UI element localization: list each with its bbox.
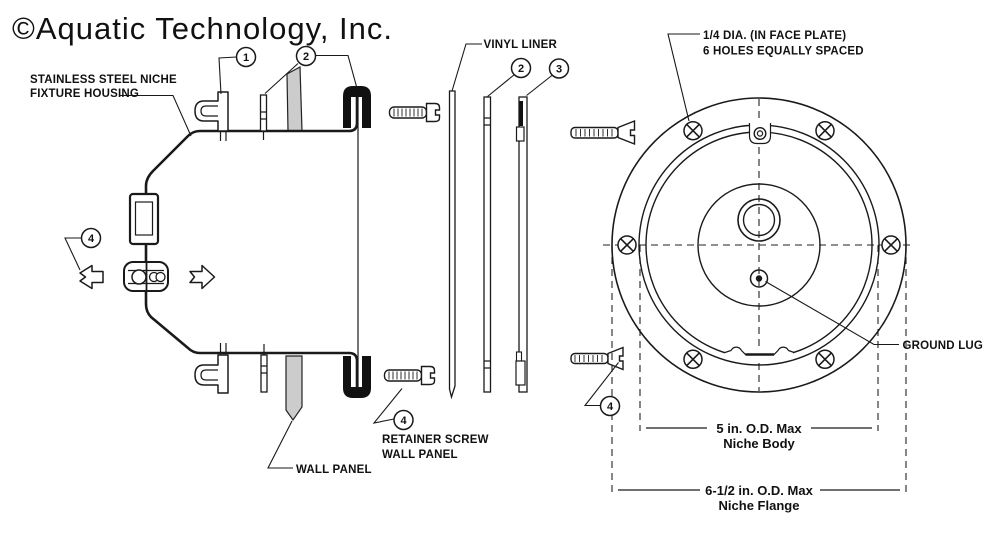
label-wall-panel: WALL PANEL <box>296 464 372 476</box>
sealing-ring-strip <box>515 96 528 393</box>
callout-balloons: 1 2 2 3 4 4 4 <box>80 45 621 431</box>
callout-4-left: 4 <box>80 227 102 249</box>
callout-2-housing: 2 <box>295 45 317 67</box>
niche-housing-side-view <box>79 66 441 422</box>
housing-outline <box>144 87 359 397</box>
callout-3: 3 <box>548 58 570 79</box>
face-plate-top-tab <box>748 120 772 145</box>
wall-panel-top <box>286 66 303 132</box>
vinyl-liner-strip <box>448 90 456 400</box>
flange-screw <box>815 120 835 141</box>
dimension-lines <box>618 427 900 491</box>
flange-screw <box>815 349 835 370</box>
label-housing-line1: STAINLESS STEEL NICHE <box>30 74 177 86</box>
flange-screws <box>617 120 901 370</box>
center-port-outer <box>737 198 781 242</box>
callout-2-liner: 2 <box>510 57 532 79</box>
retainer-clip-bottom <box>194 343 229 394</box>
countersunk-screw-bottom <box>570 346 624 371</box>
retainer-clip-top <box>194 91 229 141</box>
label-retainer-screw-line2: WALL PANEL <box>382 449 458 461</box>
callout-3-number: 3 <box>556 64 562 76</box>
arrow-left-icon <box>79 264 104 290</box>
callout-4-number: 4 <box>88 233 95 245</box>
watermark-text: ©Aquatic Technology, Inc. <box>12 11 393 46</box>
wall-panel-bottom <box>285 355 303 422</box>
retainer-screw-bottom <box>383 365 436 386</box>
liner-pin-bottom <box>260 344 268 393</box>
label-housing-line2: FIXTURE HOUSING <box>30 88 139 100</box>
countersunk-screw-top <box>570 119 636 146</box>
conduit-hub <box>128 192 160 246</box>
dimension-body-value: 5 in. O.D. Max <box>716 421 802 436</box>
label-retainer-screw-line1: RETAINER SCREW <box>382 434 489 446</box>
callout-4-retainer: 4 <box>393 409 414 431</box>
callout-2-number: 2 <box>518 63 524 75</box>
retainer-channel-top <box>343 86 371 128</box>
niche-flange-circle <box>611 97 907 393</box>
label-face-note-line2: 6 HOLES EQUALLY SPACED <box>703 46 864 58</box>
wall-panel-top-shape <box>286 66 303 132</box>
dimension-flange-name: Niche Flange <box>719 498 800 513</box>
gasket-segment <box>519 101 523 126</box>
wall-panel-bottom-shape <box>285 355 303 422</box>
flange-screw <box>881 235 901 255</box>
mounting-bracket <box>123 261 169 292</box>
label-ground-lug: GROUND LUG <box>903 340 984 352</box>
center-port-inner <box>742 203 776 237</box>
dimension-body-name: Niche Body <box>723 436 795 451</box>
ground-lug <box>749 269 769 288</box>
retainer-screw-top <box>388 102 441 123</box>
flange-screw <box>617 235 637 255</box>
callout-1: 1 <box>235 46 257 68</box>
callout-2-number: 2 <box>303 51 309 63</box>
callout-4-right: 4 <box>599 395 621 417</box>
label-face-note-line1: 1/4 DIA. (IN FACE PLATE) <box>703 30 846 42</box>
flange-screw <box>683 120 703 141</box>
label-vinyl-liner: VINYL LINER <box>484 39 558 51</box>
liner-pin-top <box>259 94 268 140</box>
retainer-channel-bottom <box>343 356 371 398</box>
callout-1-number: 1 <box>243 52 249 64</box>
text-labels: STAINLESS STEEL NICHE FIXTURE HOUSING VI… <box>30 30 983 513</box>
centerlines <box>603 99 915 493</box>
leader-lines <box>64 33 899 469</box>
face-plate-front-view <box>570 97 915 493</box>
flange-screw <box>683 349 703 370</box>
dimension-flange-value: 6-1/2 in. O.D. Max <box>705 483 813 498</box>
face-plate-bottom-tab <box>724 346 795 360</box>
vinyl-liner-parts <box>448 90 528 400</box>
arrow-right-icon <box>189 264 216 290</box>
callout-4-number: 4 <box>607 401 614 413</box>
callout-4-number: 4 <box>400 415 407 427</box>
lens-area-circle <box>697 183 821 307</box>
liner-gasket-strip <box>483 96 492 393</box>
